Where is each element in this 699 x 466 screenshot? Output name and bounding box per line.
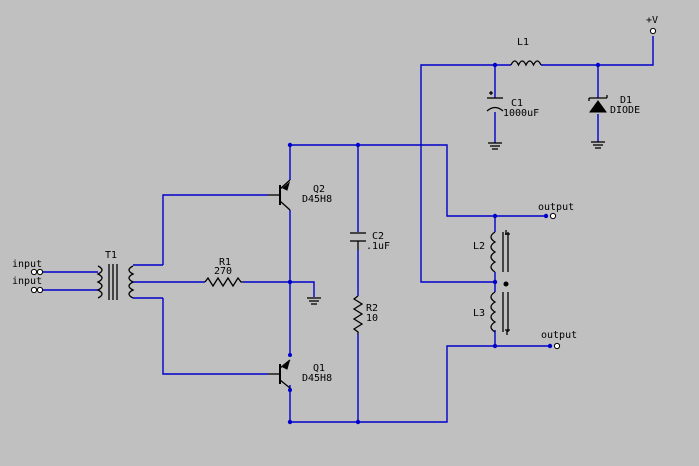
R1-ref: R1 [219, 257, 231, 268]
C1-value: 1000uF [503, 108, 539, 119]
diode-D1: D1 DIODE [588, 95, 640, 149]
ground-symbol [307, 297, 321, 305]
transistor-Q1: Q1 D45H8 [268, 353, 332, 392]
supply-label: +V [646, 15, 658, 26]
inductor-L2: L2 [473, 230, 510, 273]
resistor-R2: R2 10 [352, 295, 378, 334]
inductor-L3: L3 [473, 281, 510, 335]
Q2-ref: Q2 [313, 184, 325, 195]
Q1-ref: Q1 [313, 363, 325, 374]
junctions [287, 62, 601, 425]
R2-value: 10 [366, 313, 378, 324]
wires [42, 36, 654, 423]
Q2-value: D45H8 [302, 194, 332, 205]
C1-ref: C1 [511, 98, 523, 109]
inductor-L1: L1 [510, 37, 542, 67]
D1-ref: D1 [620, 95, 632, 106]
output-top-label: output [538, 202, 574, 213]
Q1-value: D45H8 [302, 373, 332, 384]
supply-terminal: +V [646, 15, 658, 35]
L2-ref: L2 [473, 241, 485, 252]
transformer-T1: T1 [96, 250, 135, 300]
D1-value: DIODE [610, 105, 640, 116]
R1-value: 270 [214, 266, 232, 277]
input-terminals: input input [12, 259, 44, 294]
transistor-Q2: Q2 D45H8 [268, 179, 332, 211]
T1-ref: T1 [105, 250, 117, 261]
C2-value: .1uF [366, 241, 390, 252]
R2-ref: R2 [366, 303, 378, 314]
output-bottom-label: output [541, 330, 577, 341]
input-bottom-label: input [12, 276, 42, 287]
C2-ref: C2 [372, 231, 384, 242]
output-terminals: output output [538, 202, 577, 350]
capacitor-C2: C2 .1uF [350, 231, 390, 252]
L3-ref: L3 [473, 308, 485, 319]
L1-ref: L1 [517, 37, 529, 48]
capacitor-C1: C1 1000uF [486, 91, 539, 150]
resistor-R1: R1 270 [204, 257, 243, 288]
input-top-label: input [12, 259, 42, 270]
